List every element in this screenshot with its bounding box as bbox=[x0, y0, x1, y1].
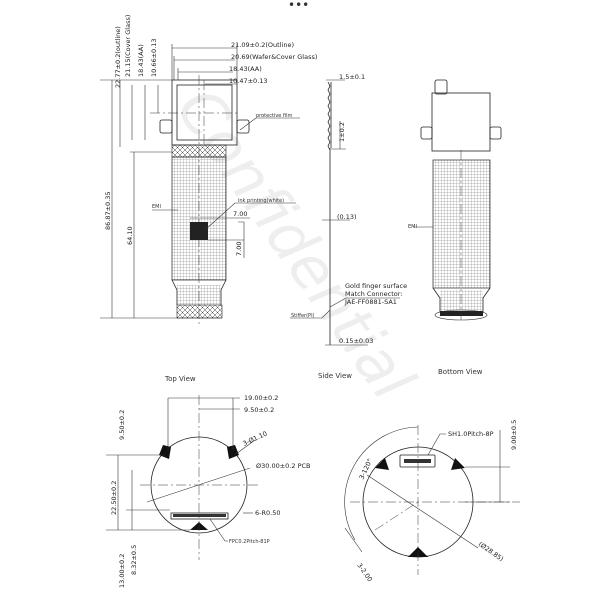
dim-total-length: 86.87±0.35 bbox=[104, 191, 112, 230]
dim-fpc-thickness: (0.13) bbox=[337, 213, 357, 221]
note-protective-film: protective film bbox=[256, 113, 292, 119]
more-options-icon[interactable]: ••• bbox=[288, 0, 309, 12]
dim-aa-width: 18.43(AA) bbox=[229, 65, 262, 73]
dim-ink-width: 7.00 bbox=[233, 210, 247, 218]
dim-outline-width: 21.09±0.2(Outline) bbox=[231, 41, 294, 49]
bottom-view-circle: SH1.0Pitch-8P 9.00±0.5 3-120° (Ø28.85) 3… bbox=[344, 420, 520, 584]
dim-glass-width: 20.69(Wafer&Cover Glass) bbox=[231, 53, 317, 61]
note-emi: EMI bbox=[152, 204, 161, 210]
top-view-title: Top View bbox=[164, 375, 196, 383]
dim-angle: 3-120° bbox=[358, 457, 375, 480]
note-bottom-emi: EMI bbox=[408, 224, 417, 230]
dim-h13: 13.00±0.2 bbox=[118, 554, 126, 588]
dim-h95: 9.50±0.2 bbox=[118, 410, 126, 440]
dim-pcb-diameter: Ø30.00±0.2 PCB bbox=[256, 462, 311, 470]
dim-corner-radius: 6-R0.50 bbox=[255, 509, 280, 517]
dim-h225: 22.50±0.2 bbox=[110, 481, 118, 515]
dim-outline-height: 22.77±0.2(outline) bbox=[114, 26, 122, 88]
side-view: 1.5±0.1 1±0.2 (0.13) Gold finger surface… bbox=[290, 73, 407, 380]
front-view: 21.09±0.2(Outline) 20.69(Wafer&Cover Gla… bbox=[100, 15, 317, 325]
dim-offset-height: 10.66±0.13 bbox=[150, 38, 158, 77]
dim-slot: 3-2.00 bbox=[355, 562, 374, 584]
note-stiffer: Stiffer(PI) bbox=[291, 313, 315, 319]
dim-glass-height: 21.15(Cover Glass) bbox=[124, 15, 132, 77]
dim-side-height: 1±0.2 bbox=[338, 122, 346, 142]
dim-holes: 3-Ø1.10 bbox=[241, 430, 268, 448]
dim-h832: 8.32±0.5 bbox=[130, 545, 138, 575]
ink-print-area bbox=[190, 222, 208, 240]
dim-fpc-length: 64.10 bbox=[126, 226, 134, 245]
dim-aa-height: 18.43(AA) bbox=[137, 44, 145, 77]
dim-stiffener-thickness: 0.15±0.03 bbox=[339, 337, 373, 345]
dim-offset-width: 10.47±0.13 bbox=[229, 77, 268, 85]
bottom-view-title: Bottom View bbox=[438, 368, 483, 376]
top-view-circle: Top View 19.00±0.2 9.50±0.2 3-Ø1.10 Ø30.… bbox=[106, 375, 311, 588]
note-fpc-pitch: FPC0.2Pitch-81P bbox=[229, 539, 270, 545]
note-sh-connector: SH1.0Pitch-8P bbox=[448, 430, 494, 438]
dim-w19: 19.00±0.2 bbox=[244, 394, 278, 402]
dim-side-thickness: 1.5±0.1 bbox=[339, 73, 365, 81]
note-match-connector: Match Connector: bbox=[345, 290, 403, 298]
dim-ink-height: 7.00 bbox=[235, 242, 243, 256]
dim-inner-diameter: (Ø28.85) bbox=[477, 540, 505, 563]
note-connector-part: JAE-FF0881-SA1 bbox=[344, 298, 397, 306]
dim-h9: 9.00±0.5 bbox=[510, 420, 518, 450]
side-view-title: Side View bbox=[318, 372, 352, 380]
dim-w95: 9.50±0.2 bbox=[244, 406, 274, 414]
note-gold-finger: Gold finger surface bbox=[345, 282, 407, 290]
note-ink-printing: ink printing(white) bbox=[238, 198, 284, 204]
bottom-view: EMI Bottom View bbox=[408, 79, 502, 376]
